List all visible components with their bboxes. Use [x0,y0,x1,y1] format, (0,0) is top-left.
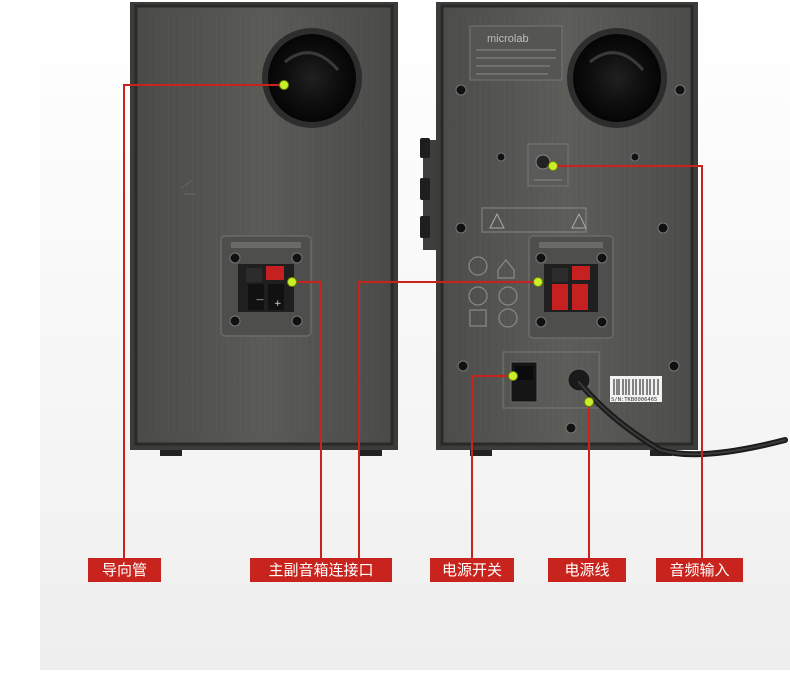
left-speaker: — + [130,2,398,456]
label-power-cord: 电源线 [548,558,626,582]
callout-lines [123,84,703,558]
label-audio-input: 音频输入 [656,558,743,582]
label-port-tube: 导向管 [88,558,161,582]
right-speaker: microlab [420,2,698,456]
svg-text:+: + [274,299,282,309]
label-power-switch: 电源开关 [430,558,514,582]
callout-markers [279,80,594,407]
svg-text:—: — [256,295,264,304]
label-speaker-connector: 主副音箱连接口 [250,558,392,582]
brand-logo: microlab [487,33,529,45]
serial-number: S/N:TKB0006465 [611,397,657,403]
